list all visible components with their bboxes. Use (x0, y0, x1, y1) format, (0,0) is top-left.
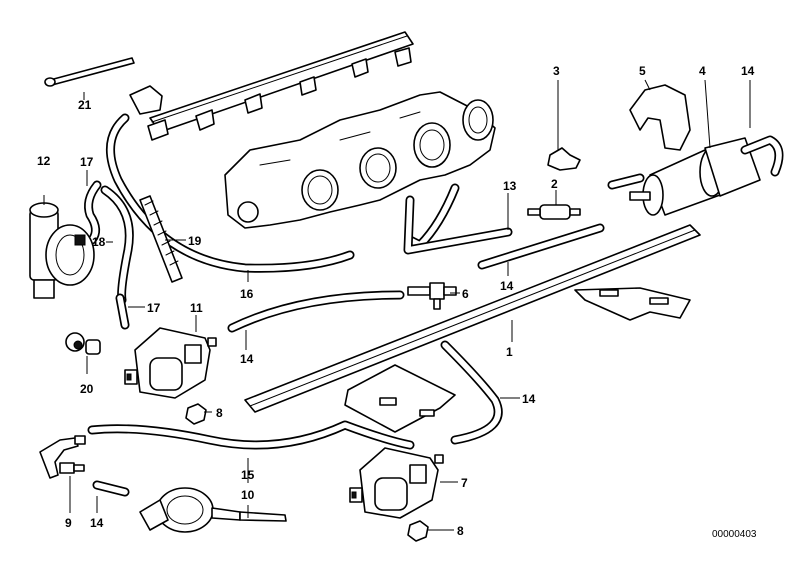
hose-14-fuel (607, 173, 645, 190)
pressure-regulator (29, 202, 95, 299)
hose-14-right (477, 223, 605, 270)
check-valve (527, 204, 581, 220)
callout-3: 3 (553, 64, 560, 78)
callout-21: 21 (78, 98, 92, 112)
intake-manifold (224, 91, 496, 229)
callout-8-lower: 8 (457, 524, 464, 538)
callout-8-upper: 8 (216, 406, 223, 420)
callout-14-bottom: 14 (90, 516, 104, 530)
hose-center (405, 183, 460, 250)
callout-1: 1 (506, 345, 513, 359)
hose-13 (403, 195, 513, 255)
callout-10: 10 (241, 488, 255, 502)
elbow-connector (39, 435, 86, 479)
callout-17-upper: 17 (80, 155, 94, 169)
hose-14-small (92, 480, 130, 497)
callout-16: 16 (240, 287, 254, 301)
hose-14-long (440, 340, 503, 445)
cable-tie (44, 57, 135, 87)
vacuum-actuator (139, 487, 287, 533)
solenoid-valve-upper (124, 327, 217, 399)
mount-bracket (629, 84, 691, 151)
callout-20: 20 (80, 382, 94, 396)
nut-lower (407, 520, 429, 542)
callout-labels: 21 12 17 18 19 16 17 11 14 20 8 13 14 6 … (37, 64, 755, 538)
callout-14-left: 14 (240, 352, 254, 366)
small-clip (65, 332, 101, 355)
callout-12: 12 (37, 154, 51, 168)
callout-14-center: 14 (500, 279, 514, 293)
nut-upper (185, 403, 207, 425)
callout-2: 2 (551, 177, 558, 191)
callout-14-right: 14 (522, 392, 536, 406)
hose-17 (84, 180, 134, 305)
t-connector (407, 282, 457, 310)
callout-17-lower: 17 (147, 301, 161, 315)
callout-14-top: 14 (741, 64, 755, 78)
hose-15 (87, 420, 415, 450)
callout-5: 5 (639, 64, 646, 78)
callout-7: 7 (461, 476, 468, 490)
solenoid-valve-lower (349, 447, 444, 519)
fuel-filter (629, 137, 761, 216)
hose-17-lower (115, 293, 130, 330)
fuel-rail (129, 31, 414, 141)
callout-4: 4 (699, 64, 706, 78)
callout-19: 19 (188, 234, 202, 248)
callout-6: 6 (462, 287, 469, 301)
hose-16 (105, 113, 355, 273)
hose-14-bent (740, 135, 784, 177)
callout-18: 18 (92, 235, 106, 249)
leader-lines (43, 79, 751, 531)
callout-13: 13 (503, 179, 517, 193)
callout-9: 9 (65, 516, 72, 530)
callout-11: 11 (190, 301, 203, 315)
clip (547, 147, 581, 171)
diagram-code: 00000403 (712, 529, 757, 540)
callout-15: 15 (241, 468, 255, 482)
hose-19 (139, 195, 183, 283)
hose-14-left (227, 290, 405, 333)
bracket-bar (244, 224, 701, 433)
